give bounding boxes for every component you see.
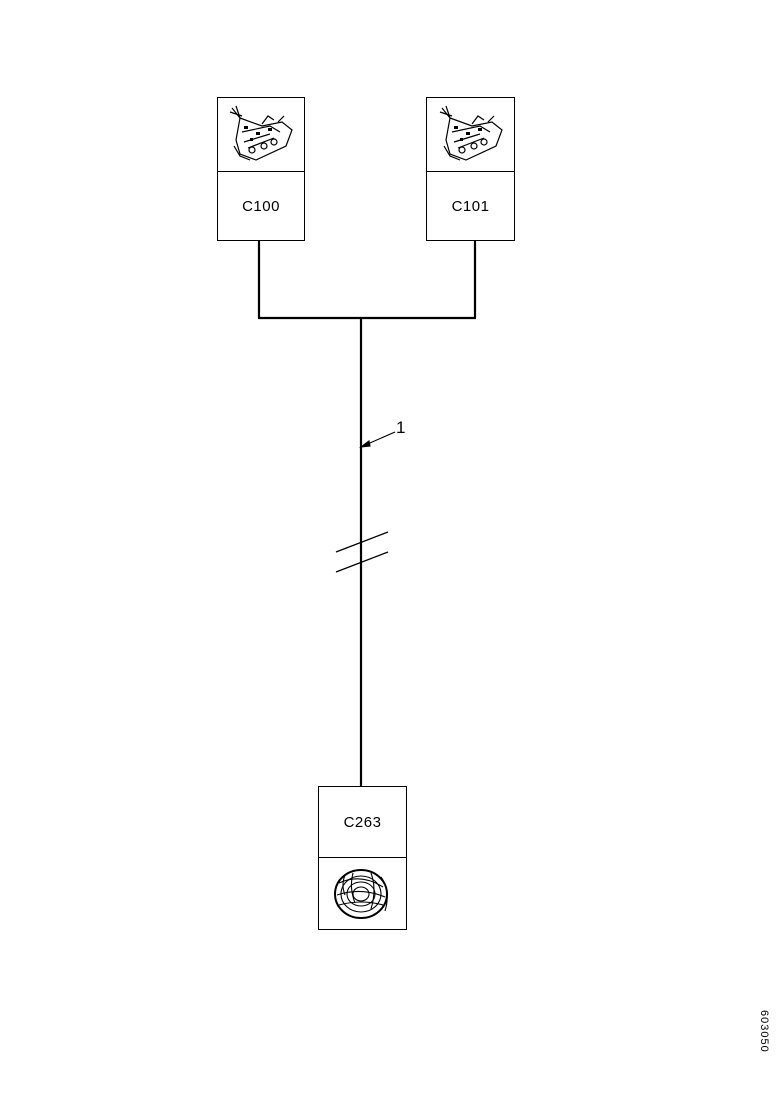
connector-c101[interactable]: C101 [426,97,515,241]
connector-c100[interactable]: C100 [217,97,305,241]
connector-c263[interactable]: C263 [318,786,407,930]
wire-callout-label: 1 [396,418,406,437]
harness-connector-icon [427,98,514,171]
connector-label: C100 [242,197,280,215]
callout-leader [359,431,396,448]
connector-label: C263 [343,813,382,831]
harness-connector-icon [218,98,304,171]
connector-label: C101 [451,197,490,215]
figure-code: 603050 [758,1010,770,1053]
round-connector-icon [319,858,406,929]
wire-break-icon [335,531,389,573]
